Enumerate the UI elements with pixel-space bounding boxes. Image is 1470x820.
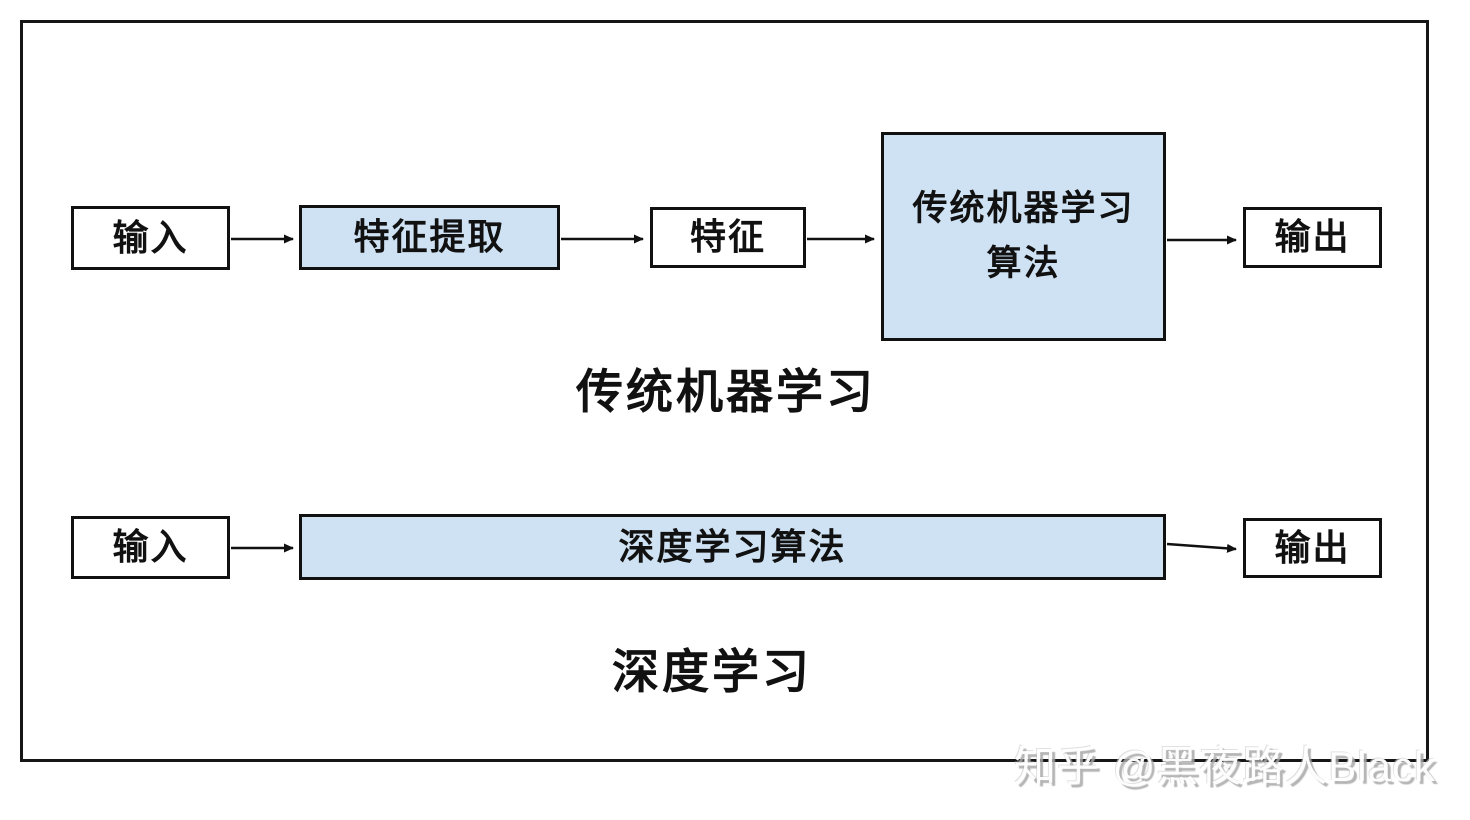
node-input-bottom: 输入 bbox=[71, 516, 230, 579]
node-input-top: 输入 bbox=[71, 206, 230, 270]
caption-traditional-ml: 传统机器学习 bbox=[576, 365, 876, 418]
node-deep-learning-algorithm: 深度学习算法 bbox=[299, 514, 1166, 580]
node-traditional-ml-algorithm: 传统机器学习 算法 bbox=[881, 132, 1166, 341]
node-feature-extraction: 特征提取 bbox=[299, 205, 560, 270]
node-features: 特征 bbox=[650, 207, 806, 268]
node-deep-learning-algorithm-label: 深度学习算法 bbox=[618, 525, 847, 567]
node-features-label: 特征 bbox=[689, 216, 766, 258]
caption-deep-learning: 深度学习 bbox=[612, 645, 812, 698]
node-feature-extraction-label: 特征提取 bbox=[353, 216, 506, 258]
node-output-bottom: 输出 bbox=[1243, 518, 1382, 578]
node-input-top-label: 输入 bbox=[112, 216, 189, 258]
node-input-bottom-label: 输入 bbox=[112, 526, 189, 568]
node-output-bottom-label: 输出 bbox=[1274, 526, 1351, 568]
node-traditional-ml-algorithm-line1: 传统机器学习 bbox=[912, 189, 1135, 229]
outer-frame bbox=[20, 20, 1429, 762]
node-output-top: 输出 bbox=[1243, 207, 1382, 268]
node-output-top-label: 输出 bbox=[1274, 216, 1351, 258]
node-traditional-ml-algorithm-line2: 算法 bbox=[986, 243, 1061, 283]
zhihu-watermark: 知乎 @黑夜路人Black bbox=[1013, 743, 1436, 790]
